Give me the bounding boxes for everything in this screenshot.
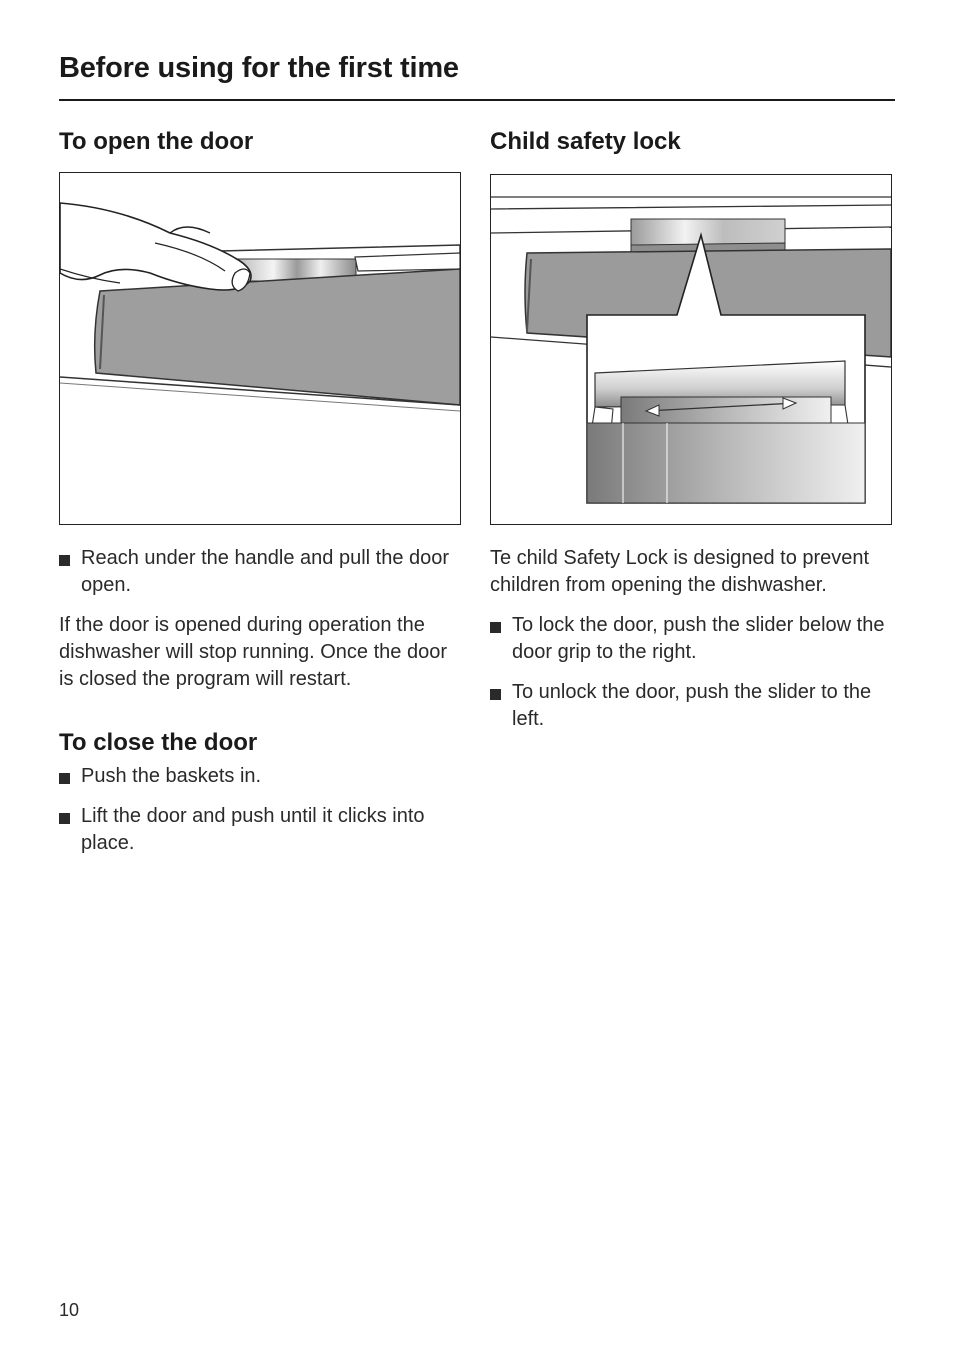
page-number: 10: [59, 1300, 80, 1320]
child-lock-heading: Child safety lock: [490, 128, 681, 155]
child-lock-description: Te child Safety Lock is designed to prev…: [490, 547, 870, 596]
open-door-illustration: [59, 172, 461, 525]
open-door-heading: To open the door: [59, 128, 254, 155]
close-door-step-1: Push the baskets in.: [59, 763, 463, 790]
close-door-heading: To close the door: [59, 729, 258, 756]
page-title: Before using for the first time: [59, 52, 459, 84]
open-door-note: If the door is opened during operation t…: [59, 614, 447, 690]
left-column: To open the door: [59, 122, 463, 857]
title-divider: [59, 99, 895, 101]
close-door-step-2: Lift the door and push until it clicks i…: [59, 803, 463, 857]
right-column: Child safety lock: [490, 122, 894, 733]
open-door-instruction: Reach under the handle and pull the door…: [59, 545, 463, 599]
child-lock-step-lock: To lock the door, push the slider below …: [490, 612, 894, 666]
child-lock-illustration: [490, 174, 892, 525]
child-lock-step-unlock: To unlock the door, push the slider to t…: [490, 679, 894, 733]
